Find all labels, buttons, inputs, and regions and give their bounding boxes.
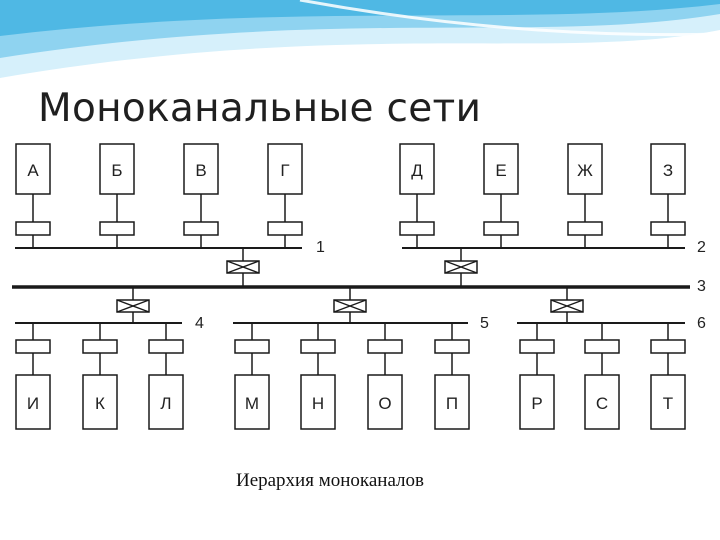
- station-label-bottom-5: Н: [312, 394, 324, 413]
- adapter-box-bottom-4: [234, 339, 270, 354]
- bridge-3-4: [116, 299, 150, 313]
- station-box-6: [483, 143, 519, 195]
- station-label-2: Б: [111, 161, 122, 180]
- station-label-bottom-8: Р: [531, 394, 542, 413]
- station-box-bottom-5: [300, 374, 336, 430]
- bus-4-label: 4: [195, 315, 204, 332]
- station-box-bottom-6: [367, 374, 403, 430]
- adapter-box-top-3: [183, 221, 219, 236]
- station-label-bottom-3: Л: [160, 394, 171, 413]
- station-box-bottom-3: [148, 374, 184, 430]
- station-box-1: [15, 143, 51, 195]
- station-label-3: В: [195, 161, 206, 180]
- adapter-box-top-7: [567, 221, 603, 236]
- bus-1-label: 1: [316, 239, 325, 256]
- diagram-caption: Иерархия моноканалов: [235, 470, 425, 491]
- station-label-bottom-10: Т: [663, 394, 673, 413]
- station-box-bottom-1: [15, 374, 51, 430]
- station-label-7: Ж: [577, 161, 593, 180]
- station-label-bottom-9: С: [596, 394, 608, 413]
- slide-title: Моноканальные сети: [38, 86, 482, 131]
- wave-highlight: [299, 0, 720, 37]
- adapter-box-bottom-5: [300, 339, 336, 354]
- adapter-box-bottom-7: [434, 339, 470, 354]
- adapter-box-top-4: [267, 221, 303, 236]
- station-box-8: [650, 143, 686, 195]
- bus-6-label: 6: [697, 315, 706, 332]
- bridge-1-3: [226, 260, 260, 274]
- adapter-box-bottom-6: [367, 339, 403, 354]
- bridge-3-6: [550, 299, 584, 313]
- station-label-4: Г: [280, 161, 289, 180]
- bus-2-label: 2: [697, 239, 706, 256]
- bridge-3-5: [333, 299, 367, 313]
- station-box-5: [399, 143, 435, 195]
- adapter-box-top-8: [650, 221, 686, 236]
- station-label-8: З: [663, 161, 673, 180]
- station-box-4: [267, 143, 303, 195]
- station-label-1: А: [27, 161, 39, 180]
- station-label-bottom-1: И: [27, 394, 39, 413]
- adapter-box-top-6: [483, 221, 519, 236]
- station-label-5: Д: [411, 161, 423, 180]
- adapter-box-bottom-3: [148, 339, 184, 354]
- adapter-box-bottom-8: [519, 339, 555, 354]
- adapter-box-bottom-2: [82, 339, 118, 354]
- bus-5-label: 5: [480, 315, 489, 332]
- adapter-box-bottom-10: [650, 339, 686, 354]
- station-box-bottom-4: [234, 374, 270, 430]
- adapter-box-top-1: [15, 221, 51, 236]
- station-box-bottom-10: [650, 374, 686, 430]
- header-wave-decoration: [0, 0, 720, 78]
- station-label-bottom-7: П: [446, 394, 458, 413]
- station-label-bottom-4: М: [245, 394, 259, 413]
- station-box-bottom-7: [434, 374, 470, 430]
- wave-band-dark: [0, 0, 720, 36]
- adapter-box-bottom-1: [15, 339, 51, 354]
- station-box-7: [567, 143, 603, 195]
- station-label-bottom-2: К: [95, 394, 105, 413]
- adapter-box-top-2: [99, 221, 135, 236]
- monochannel-hierarchy-diagram: А Б В Г Д Е Ж З 1 2 3 4 5 6И К Л М Н О П Р С Т: [12, 143, 706, 430]
- station-label-bottom-6: О: [378, 394, 391, 413]
- adapter-box-bottom-9: [584, 339, 620, 354]
- bus-3-label: 3: [697, 278, 706, 295]
- bridge-2-3: [444, 260, 478, 274]
- station-box-bottom-9: [584, 374, 620, 430]
- adapter-box-top-5: [399, 221, 435, 236]
- station-label-6: Е: [495, 161, 506, 180]
- station-box-bottom-8: [519, 374, 555, 430]
- station-box-bottom-2: [82, 374, 118, 430]
